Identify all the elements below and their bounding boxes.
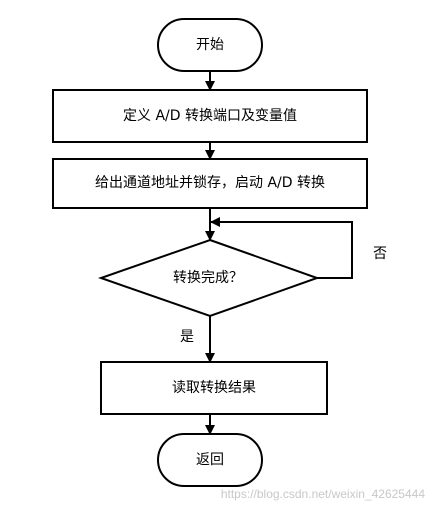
start-label: 开始	[196, 37, 224, 53]
decision-label: 转换完成？	[173, 269, 243, 286]
define-label: 定义 A/D 转换端口及变量值	[123, 107, 297, 124]
yes-label: 是	[180, 329, 194, 345]
read-label: 读取转换结果	[172, 379, 256, 396]
end-label: 返回	[196, 452, 224, 468]
watermark-text: https://blog.csdn.net/weixin_42625444	[221, 487, 425, 501]
define-process	[52, 89, 368, 143]
no-label: 否	[373, 246, 387, 262]
edge-decision-loop	[210, 217, 353, 279]
end-terminal	[157, 433, 263, 487]
init-label: 给出通道地址并锁存，启动 A/D 转换	[95, 174, 325, 191]
read-process	[100, 361, 328, 415]
